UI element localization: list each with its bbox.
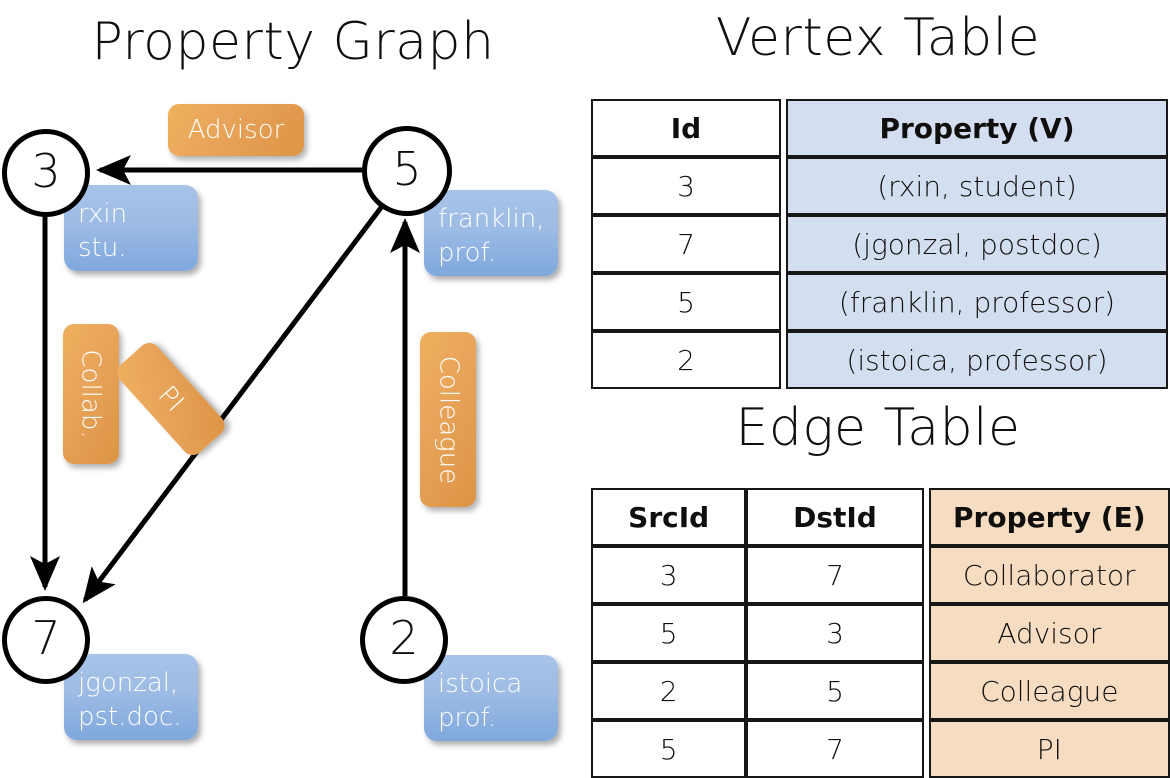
- slide-canvas: Property Graph Vertex Table Edge Table A…: [2, 8, 1170, 778]
- edge-row-2-dst: 5: [746, 662, 924, 720]
- page-title-property-graph: Property Graph: [91, 12, 495, 72]
- edge-table-column-gap: [923, 488, 929, 546]
- vertex-row-3-id: 2: [591, 331, 781, 389]
- edge-row-3-dst: 7: [746, 720, 924, 778]
- edge-row-1-dst: 3: [746, 604, 924, 662]
- edge-table-column-gap: [923, 720, 929, 778]
- graph-edges-layer: [30, 155, 420, 604]
- vertex-table-row[interactable]: 3 (rxin, student): [591, 157, 1168, 215]
- vertex-table-row[interactable]: 5 (franklin, professor): [591, 273, 1168, 331]
- edge-label-pi-text: PI: [152, 380, 190, 418]
- vertex-row-1-property: (jgonzal, postdoc): [786, 215, 1168, 273]
- vertex-property-3-line2: stu.: [78, 233, 127, 263]
- graph-node-7[interactable]: 7: [2, 596, 90, 684]
- vertex-property-box-2: istoica prof.: [424, 655, 558, 741]
- edge-row-2-src: 2: [591, 662, 747, 720]
- vertex-property-7-line2: pst.doc.: [78, 702, 182, 732]
- edge-table-row[interactable]: 3 7 Collaborator: [591, 546, 1170, 604]
- vertex-table-column-gap: [781, 273, 786, 331]
- vertex-property-box-3: rxin stu.: [64, 185, 198, 271]
- vertex-property-box-5: franklin, prof.: [424, 190, 558, 276]
- page-title-edge-table: Edge Table: [735, 398, 1021, 458]
- edge-table-row[interactable]: 2 5 Colleague: [591, 662, 1170, 720]
- edge-label-collab-text: Collab.: [76, 349, 106, 439]
- vertex-row-3-property: (istoica, professor): [786, 331, 1168, 389]
- edge-table-row[interactable]: 5 3 Advisor: [591, 604, 1170, 662]
- edge-label-colleague: Colleague: [420, 332, 476, 507]
- edge-row-0-property: Collaborator: [928, 546, 1170, 604]
- edge-label-advisor: Advisor: [168, 104, 304, 156]
- vertex-property-5-line1: franklin,: [438, 204, 545, 234]
- vertex-property-3-line1: rxin: [78, 199, 128, 229]
- edge-row-2-property: Colleague: [928, 662, 1170, 720]
- edge-row-3-src: 5: [591, 720, 747, 778]
- edge-table-column-gap: [923, 604, 929, 662]
- graph-node-5-label: 5: [392, 142, 422, 196]
- graph-node-7-label: 7: [31, 611, 61, 665]
- edge-table-header-dstid: DstId: [746, 488, 924, 546]
- graph-node-3-label: 3: [31, 144, 61, 198]
- edge-table-header-row: SrcId DstId Property (E): [591, 488, 1170, 546]
- edge-row-1-src: 5: [591, 604, 747, 662]
- vertex-property-7-line1: jgonzal,: [78, 668, 179, 698]
- graph-node-3[interactable]: 3: [2, 129, 90, 217]
- edge-row-1-property: Advisor: [928, 604, 1170, 662]
- vertex-property-box-7: jgonzal, pst.doc.: [64, 654, 198, 740]
- vertex-row-2-property: (franklin, professor): [786, 273, 1168, 331]
- vertex-row-0-property: (rxin, student): [786, 157, 1168, 215]
- vertex-table-row[interactable]: 7 (jgonzal, postdoc): [591, 215, 1168, 273]
- edge-table-column-gap: [923, 546, 929, 604]
- edge-table-column-gap: [923, 662, 929, 720]
- vertex-table-header-property: Property (V): [786, 99, 1168, 157]
- page-title-vertex-table: Vertex Table: [715, 8, 1041, 68]
- vertex-property-2-line2: prof.: [438, 703, 497, 733]
- vertex-table-column-gap: [781, 99, 786, 157]
- edge-label-collab: Collab.: [63, 324, 119, 464]
- edge-table-row[interactable]: 5 7 PI: [591, 720, 1170, 778]
- edge-table: SrcId DstId Property (E) 3 7 Collaborato…: [591, 488, 1170, 778]
- vertex-property-5-line2: prof.: [438, 238, 497, 268]
- edge-label-colleague-text: Colleague: [433, 355, 464, 484]
- vertex-table-column-gap: [781, 157, 786, 215]
- graph-node-2-label: 2: [389, 611, 419, 665]
- vertex-table-header-row: Id Property (V): [591, 99, 1168, 157]
- vertex-table-column-gap: [781, 331, 786, 389]
- vertex-property-2-line1: istoica: [438, 669, 523, 699]
- graph-node-5[interactable]: 5: [362, 126, 452, 216]
- graph-node-2[interactable]: 2: [360, 596, 448, 684]
- edge-table-header-srcid: SrcId: [591, 488, 747, 546]
- edge-row-0-dst: 7: [746, 546, 924, 604]
- vertex-table-row[interactable]: 2 (istoica, professor): [591, 331, 1168, 389]
- vertex-table-header-id: Id: [591, 99, 781, 157]
- edge-5-to-7: [82, 203, 385, 604]
- edge-label-advisor-text: Advisor: [187, 115, 285, 145]
- edge-row-0-src: 3: [591, 546, 747, 604]
- vertex-table: Id Property (V) 3 (rxin, student) 7 (jgo…: [591, 99, 1168, 389]
- vertex-table-column-gap: [781, 215, 786, 273]
- edge-row-3-property: PI: [928, 720, 1170, 778]
- vertex-row-1-id: 7: [591, 215, 781, 273]
- vertex-row-0-id: 3: [591, 157, 781, 215]
- vertex-row-2-id: 5: [591, 273, 781, 331]
- edge-table-header-property: Property (E): [928, 488, 1170, 546]
